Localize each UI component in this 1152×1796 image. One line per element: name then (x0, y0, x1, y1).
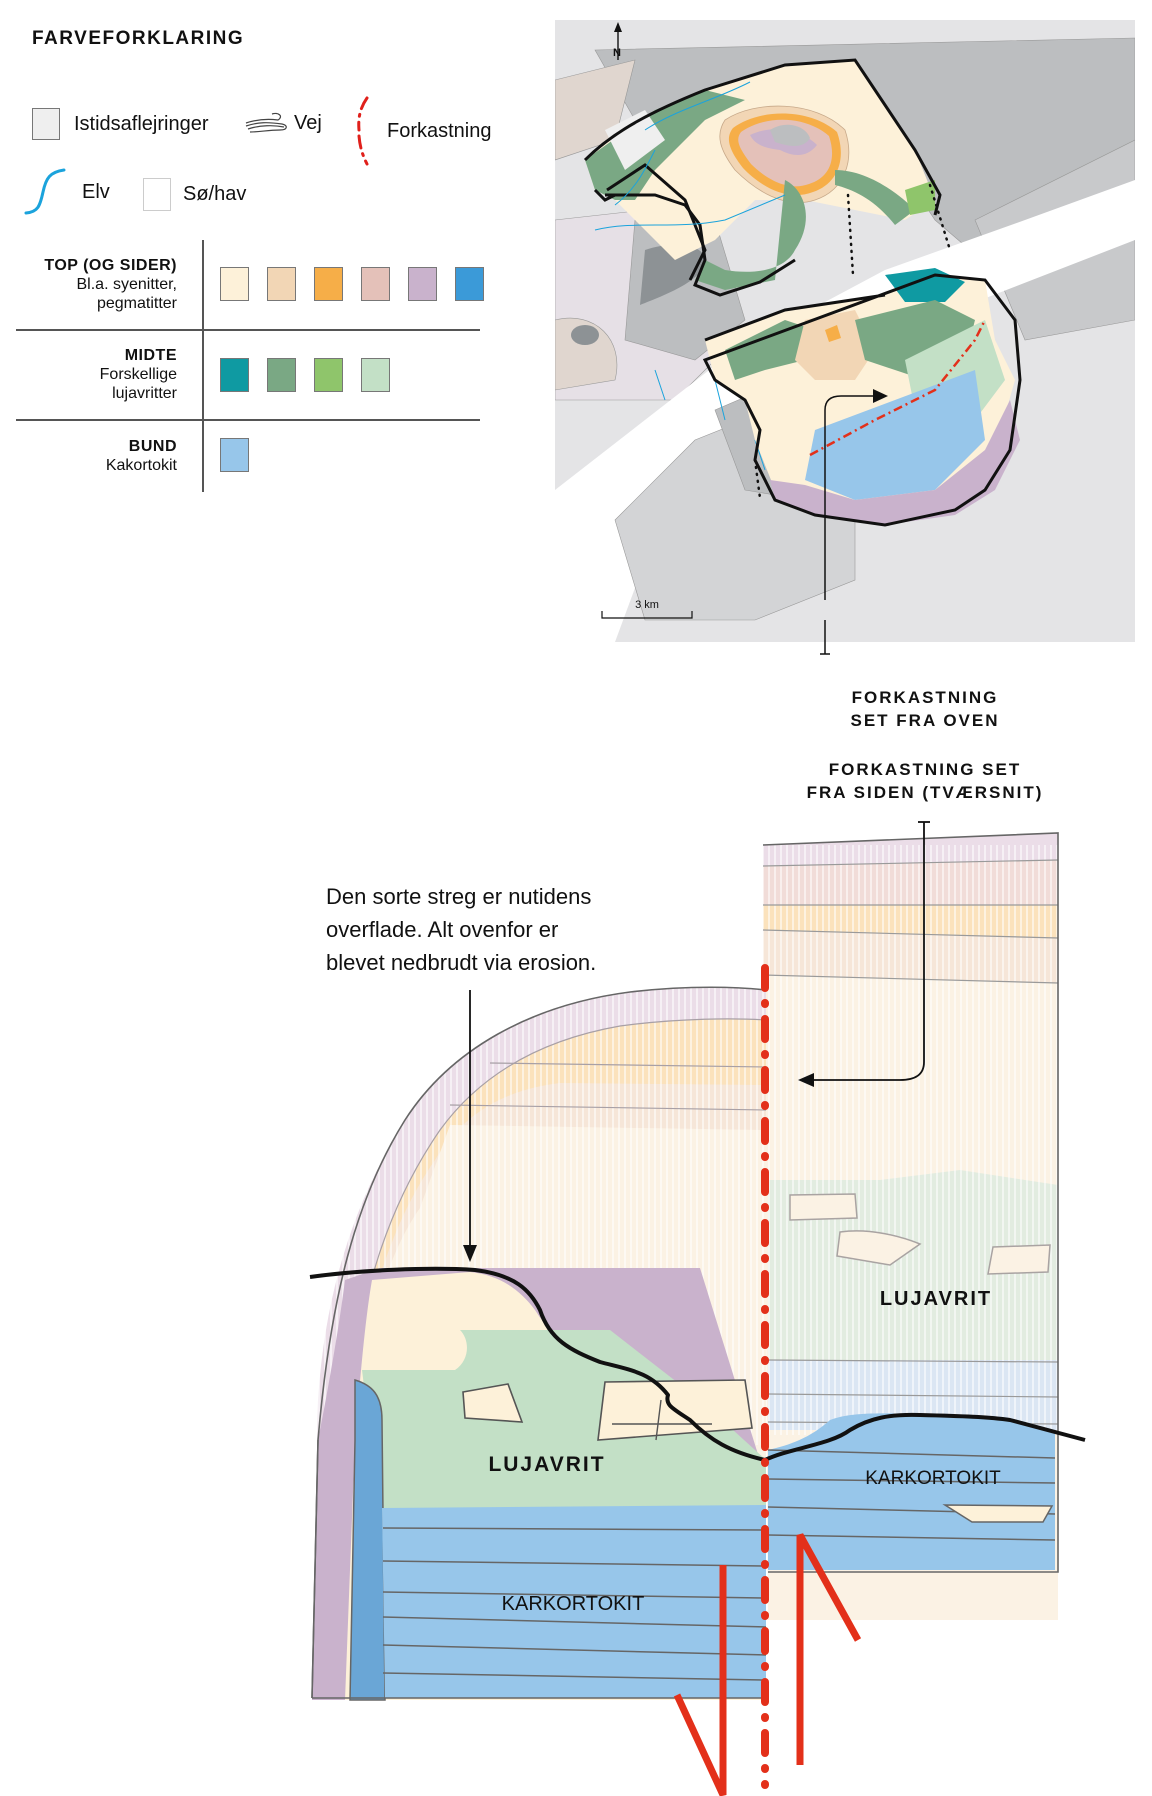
swatch-row-bottom (220, 438, 249, 472)
caption-fault-side: FORKASTNING SET FRA SIDEN (TVÆRSNIT) (760, 758, 1090, 804)
swatch (455, 267, 484, 301)
label-lujavrit-left: LUJAVRIT (488, 1453, 605, 1476)
note-line: Den sorte streg er nutidens (326, 884, 592, 909)
group-text: Bl.a. syenitter, (76, 276, 178, 293)
group-heading: MIDTE (124, 347, 177, 364)
label-kakortokit-left: KARKORTOKIT (502, 1593, 645, 1615)
legend-divider (16, 329, 480, 331)
legend-label: Elv (82, 180, 110, 203)
north-arrow-icon (614, 22, 622, 60)
legend-item-istidsaflejringer: Istidsaflejringer (32, 108, 209, 140)
swatch (220, 358, 249, 392)
legend-divider-vertical (202, 240, 204, 492)
swatch-row-middle (220, 358, 390, 392)
fault-line-icon (357, 96, 369, 166)
caption-line: FORKASTNING SET (828, 760, 1022, 779)
swatch (314, 358, 343, 392)
scale-label: 3 km (635, 599, 659, 611)
river-icon (24, 168, 66, 215)
fault-motion-arrows (673, 1533, 862, 1796)
caption-line: FRA SIDEN (TVÆRSNIT) (806, 783, 1044, 802)
swatch (220, 267, 249, 301)
legend-item-elv: Elv (24, 168, 110, 216)
label-kakortokit-right: KARKORTOKIT (865, 1468, 1001, 1489)
legend-item-forkastning: Forkastning (355, 96, 492, 168)
road-icon (245, 112, 287, 133)
scale-bar (601, 611, 693, 619)
swatch-row-top (220, 267, 484, 301)
swatch (408, 267, 437, 301)
label-lujavrit-right: LUJAVRIT (880, 1288, 992, 1310)
swatch (361, 358, 390, 392)
legend-label: Vej (294, 111, 322, 134)
swatch (361, 267, 390, 301)
note-line: blevet nedbrudt via erosion. (326, 950, 597, 975)
swatch (267, 267, 296, 301)
legend-item-vej: Vej (244, 110, 322, 136)
caption-line: FORKASTNING (851, 688, 999, 707)
legend-label: Istidsaflejringer (74, 112, 209, 135)
legend-group-top: TOP (OG SIDER) Bl.a. syenitter, pegmatit… (15, 256, 177, 313)
legend-divider (16, 419, 480, 421)
erosion-note: Den sorte streg er nutidens overflade. A… (326, 880, 596, 979)
legend-title: FARVEFORKLARING (32, 28, 245, 49)
group-heading: BUND (128, 438, 177, 455)
arrow-head-icon (873, 389, 888, 403)
legend-group-middle: MIDTE Forskellige lujavritter (15, 346, 177, 403)
swatch (267, 358, 296, 392)
legend-label: Forkastning (387, 119, 492, 142)
arrow-down-icon (463, 1245, 477, 1262)
right-block (762, 832, 1059, 1620)
group-text: Kakortokit (105, 457, 177, 474)
swatch (314, 267, 343, 301)
box-icon (143, 178, 171, 211)
arrow-left-icon (798, 1073, 814, 1087)
legend-label: Sø/hav (183, 183, 247, 205)
swatch (220, 438, 249, 472)
geological-map: N 3 km (555, 20, 1135, 642)
box-icon (32, 108, 60, 140)
callout-stub (820, 620, 830, 655)
north-label: N (613, 47, 621, 59)
caption-fault-top: FORKASTNING SET FRA OVEN (760, 686, 1090, 732)
caption-line: SET FRA OVEN (850, 711, 1000, 730)
group-heading: TOP (OG SIDER) (44, 257, 177, 274)
legend-item-so-hav: Sø/hav (143, 178, 246, 211)
group-text: pegmatitter (96, 295, 177, 312)
legend-group-bottom: BUND Kakortokit (15, 437, 177, 475)
surface-line (309, 1266, 1086, 1462)
group-text: Forskellige (99, 366, 177, 383)
note-line: overflade. Alt ovenfor er (326, 917, 559, 942)
left-block (311, 985, 767, 1701)
group-text: lujavritter (112, 385, 177, 402)
